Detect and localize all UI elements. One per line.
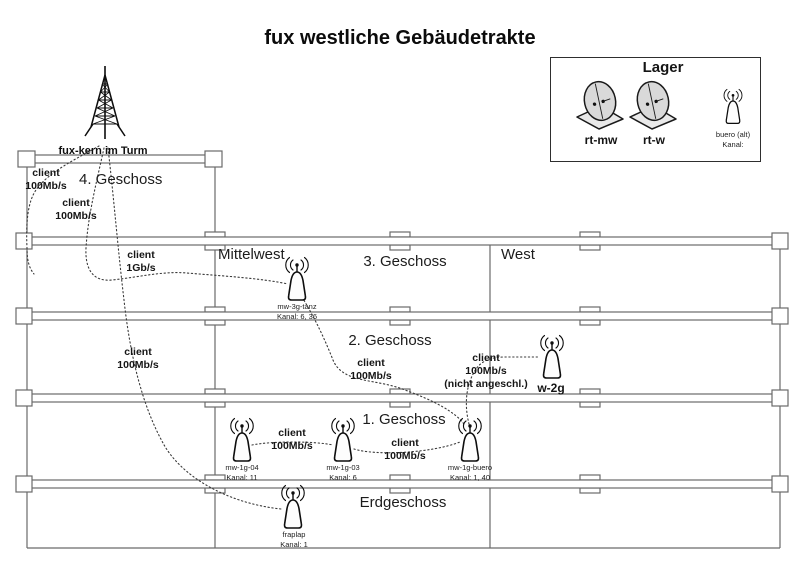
link-04-03-path: [251, 441, 334, 446]
antenna-mw-1g-buero-icon: [457, 417, 483, 462]
link-tower-fraplap-path: [107, 147, 282, 510]
link-03-buero-path: [353, 441, 461, 454]
floor-slab: [15, 388, 789, 408]
antenna-fraplap-icon: [280, 484, 306, 529]
link-mw3g-buero-path: [301, 296, 465, 425]
antenna-label-w-2g: w-2g: [537, 381, 565, 395]
tower-label: fux-kern im Turm: [58, 145, 148, 157]
legend-title: Lager: [642, 59, 684, 76]
floor-slab: [17, 150, 223, 168]
floor-label-3-geschoss: 3. Geschoss: [363, 253, 447, 270]
antenna-mw-3g-tanz-icon: [284, 256, 310, 301]
floor-slabs: [15, 150, 789, 494]
floor-slab: [15, 231, 789, 251]
antenna-mw-1g-04-icon: [229, 417, 255, 462]
radio-tower-icon: [84, 66, 126, 139]
legend-label-rt-mw: rt-mw: [584, 133, 618, 147]
client-link-paths: [26, 145, 541, 510]
link-tower-left-path: [26, 145, 100, 275]
floor-label-4-geschoss: 4. Geschoss: [79, 171, 163, 188]
legend-label-buero-alt: buero (alt)Kanal:: [715, 130, 751, 149]
floor-label-2-geschoss: 2. Geschoss: [348, 332, 432, 349]
legend-box: [550, 57, 761, 162]
antenna-mw-1g-03-icon: [330, 417, 356, 462]
floor-label-1-geschoss: 1. Geschoss: [362, 411, 446, 428]
section-label-west: West: [501, 246, 535, 263]
antenna-w-2g-icon: [539, 334, 565, 379]
floor-slab: [15, 306, 789, 326]
page-title: fux westliche Gebäudetrakte: [264, 27, 536, 49]
link-tower-mw3g-path: [85, 147, 289, 285]
legend-label-rt-w: rt-w: [643, 133, 665, 147]
floor-slab: [15, 474, 789, 494]
section-label-mittelwest: Mittelwest: [218, 246, 285, 263]
floor-label-erdgeschoss: Erdgeschoss: [359, 494, 447, 511]
